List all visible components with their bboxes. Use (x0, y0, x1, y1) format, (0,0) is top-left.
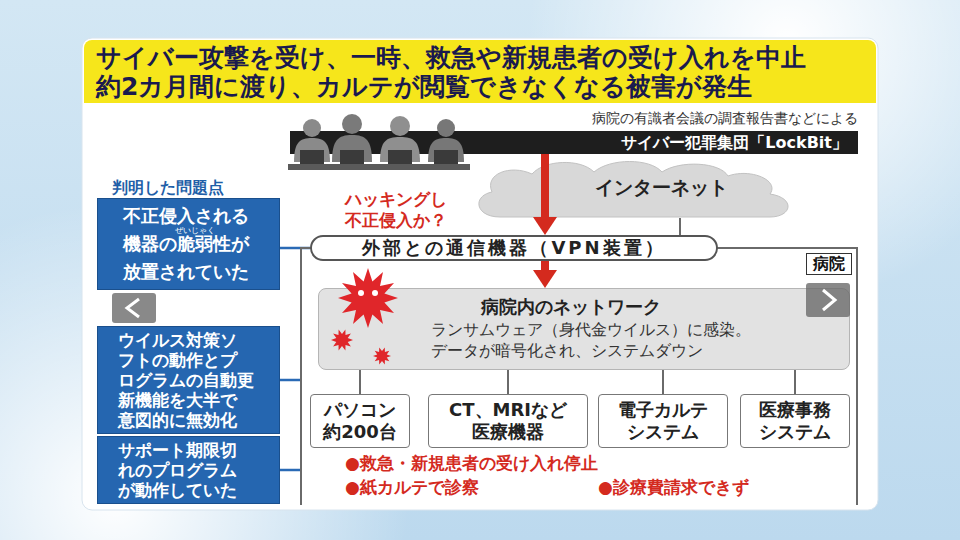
node-text: 外部との通信機器（VPN装置） (312, 237, 716, 259)
connector (680, 218, 681, 235)
cloud-path (479, 162, 788, 218)
arrowhead (533, 217, 557, 235)
node-text: パソコン 約200台 (316, 399, 404, 443)
connector (280, 380, 300, 381)
connector-line (280, 469, 300, 472)
connector (280, 470, 300, 471)
system-box: パソコン 約200台 (310, 394, 410, 448)
impact-bullet: ●救急・新規患者の受け入れ停止 (345, 452, 598, 474)
section-heading: 判明した問題点 (112, 178, 224, 199)
connector-line (359, 370, 361, 394)
chevron (127, 299, 139, 317)
virus-icons (331, 268, 398, 365)
node-text: サポート期限切 れのプログラム が動作していた (118, 440, 259, 500)
node-text: ウイルス対策ソ フトの動作とプ ログラムの自動更 新機能を大半で 意図的に無効化 (118, 330, 259, 430)
node-text: インターネット (595, 175, 728, 201)
laptop (388, 150, 412, 164)
impact-bullet: ●診療費請求できず (598, 476, 749, 498)
connector (533, 154, 557, 235)
head (390, 116, 410, 136)
head (437, 119, 455, 137)
system-box: 医療事務 システム (740, 394, 850, 448)
nav-button (112, 293, 156, 323)
arrowhead (533, 270, 557, 288)
node-text: 病院内のネットワーク (431, 295, 841, 319)
card (82, 38, 878, 510)
node-text: 医療事務 システム (746, 399, 844, 443)
carousel-next (806, 283, 850, 317)
laptop (300, 150, 324, 164)
connector (663, 370, 664, 394)
connector (360, 370, 361, 394)
source-note: 病院の有識者会議の調査報告書などによる (470, 110, 858, 128)
nav-button (806, 283, 850, 317)
header-band: サイバー攻撃を受け、一時、救急や新規患者の受け入れを中止 約2カ月間に渡り、カル… (84, 40, 876, 103)
network-box: 病院内のネットワークランサムウェア（身代金ウイルス）に感染。 データが暗号化され… (318, 288, 850, 370)
head (342, 114, 362, 134)
connector (508, 370, 509, 394)
virus-eye (358, 290, 364, 296)
hacker-figures (288, 114, 470, 170)
cloud-outline (470, 158, 800, 218)
connector-line (280, 379, 300, 382)
chevron (823, 290, 835, 310)
cloud-shape: インターネット (470, 158, 800, 218)
desk (288, 164, 470, 170)
head (303, 119, 321, 137)
node-text: 電子カルテ システム (604, 399, 722, 443)
node-text: 不正侵入される 機器の脆弱性が 放置されていた (123, 202, 254, 286)
node-text: ランサムウェア（身代金ウイルス）に感染。 データが暗号化され、システムダウン (431, 319, 767, 361)
virus-splat (373, 347, 391, 364)
system-box: 電子カルテ システム (598, 394, 728, 448)
connector-line (507, 370, 509, 394)
node-text: サイバー犯罪集団「LockBit」 (480, 131, 848, 154)
body (332, 135, 372, 162)
system-box: CT、MRIなど 医療機器 (428, 394, 588, 448)
connector-line (679, 218, 681, 235)
device-pill: 外部との通信機器（VPN装置） (310, 235, 718, 261)
impact-bullet: ●紙カルテで診察 (345, 476, 479, 498)
virus-splat (331, 330, 353, 351)
title-text: サイバー攻撃を受け、一時、救急や新規患者の受け入れを中止 約2カ月間に渡り、カル… (84, 40, 866, 101)
laptop (340, 150, 364, 164)
node-text: 病院 (806, 253, 852, 275)
connector (533, 261, 557, 288)
problem-box: サポート期限切 れのプログラム が動作していた (97, 436, 280, 504)
ruby-reading: ぜいじゃく (175, 226, 215, 235)
dark-band (290, 131, 475, 154)
connector (795, 370, 796, 394)
connector-line (662, 370, 664, 394)
virus-eye (372, 290, 378, 296)
connector-line (541, 154, 549, 221)
problem-box: ウイルス対策ソ フトの動作とプ ログラムの自動更 新機能を大半で 意図的に無効化 (97, 326, 280, 434)
body (428, 138, 464, 162)
body (294, 138, 330, 162)
carousel-prev (112, 293, 156, 323)
problem-box: 不正侵入される 機器の脆弱性が 放置されていたぜいじゃく (97, 198, 280, 290)
body (380, 137, 420, 162)
connector-line (794, 370, 796, 394)
node-text: CT、MRIなど 医療機器 (434, 399, 582, 443)
group-band: サイバー犯罪集団「LockBit」 (470, 131, 858, 154)
virus-splat (338, 268, 398, 328)
laptop (434, 150, 458, 164)
edge-label: ハッキングし 不正侵入か？ (345, 189, 454, 231)
